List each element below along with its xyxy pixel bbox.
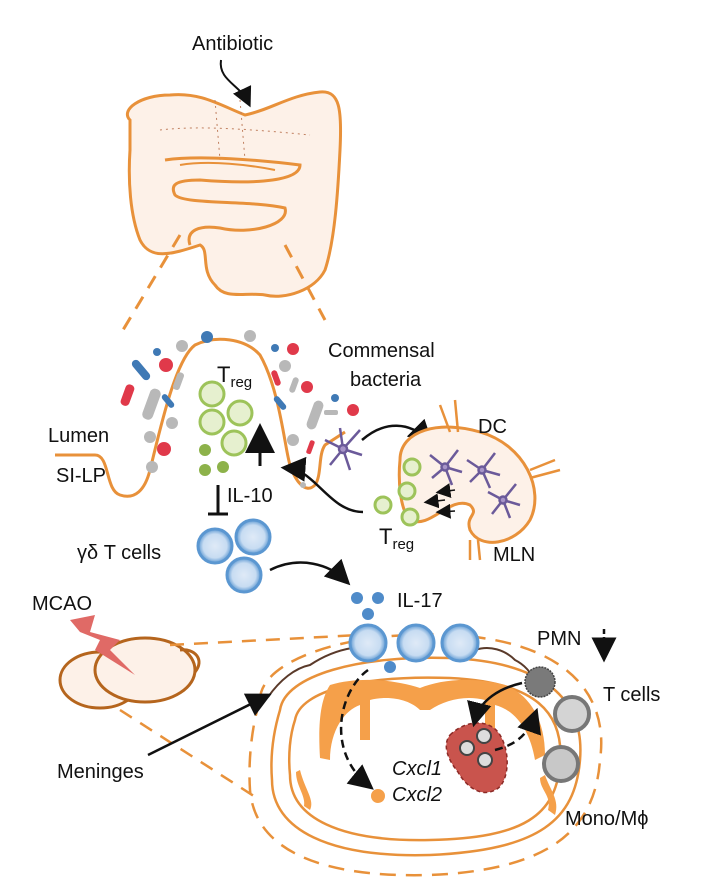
bacterium	[146, 461, 158, 473]
treg-cells-mln	[373, 457, 422, 527]
mcao-label: MCAO	[32, 593, 92, 615]
bacterium	[176, 340, 188, 352]
t-cells-label: T cells	[603, 684, 660, 706]
bacterium	[287, 343, 299, 355]
lightning-bolt-icon	[70, 615, 135, 675]
bacterium	[244, 330, 256, 342]
bacterium	[279, 360, 291, 372]
pmn-label: PMN	[537, 628, 581, 650]
mono-label: Mono/Mϕ	[565, 808, 648, 830]
bacterium	[306, 400, 324, 430]
bacterium	[120, 384, 135, 406]
monocyte-cell	[542, 745, 580, 783]
bacterium	[331, 394, 339, 402]
lumen-label: Lumen	[48, 425, 109, 447]
treg-homing-arrow	[280, 456, 364, 514]
bacterium	[161, 394, 175, 408]
bacterium	[300, 482, 306, 488]
pmn-cell	[524, 666, 556, 698]
il17-label: IL-17	[397, 590, 443, 612]
villus-outline	[55, 337, 346, 498]
commensal-label-line2: bacteria	[350, 369, 422, 391]
cxcl2-label: Cxcl2	[392, 784, 442, 806]
zoom-line-left	[118, 234, 182, 336]
bacterium	[144, 431, 156, 443]
bacterium	[172, 372, 184, 390]
treg-mln-label: Treg	[379, 524, 414, 553]
bacterium	[271, 370, 281, 386]
dendritic-cell-gut	[324, 427, 363, 471]
bacterium	[159, 358, 173, 372]
brain-zoom-line-top	[169, 633, 361, 647]
commensal-bacteria-group	[120, 330, 359, 488]
il17-cytokines	[351, 592, 384, 620]
mouse-brain-illustration	[58, 636, 201, 710]
treg-cells-gut	[198, 380, 254, 476]
infarct-region	[445, 722, 508, 794]
bacterium	[306, 440, 315, 455]
brain-zoom-line-bottom	[119, 708, 261, 802]
antibiotic-arrow	[219, 59, 252, 108]
bacterium	[131, 359, 151, 381]
meninges-label: Meninges	[57, 761, 144, 783]
bacterium	[301, 381, 313, 393]
dendritic-cells-mln	[429, 449, 521, 519]
bacterium	[287, 434, 299, 446]
bacterium	[153, 348, 161, 356]
commensal-label-line1: Commensal	[328, 340, 435, 362]
bacterium	[273, 396, 287, 410]
infiltrating-cells-infarct	[459, 728, 493, 768]
bacterium	[271, 344, 279, 352]
meninges-arrow	[147, 693, 272, 757]
intestine-illustration	[126, 90, 343, 298]
antibiotic-label: Antibiotic	[192, 33, 273, 55]
bacterium	[142, 388, 161, 420]
recruitment-arrow	[494, 707, 542, 752]
bacterium	[201, 331, 213, 343]
si-lp-label: SI-LP	[56, 465, 106, 487]
gd-tcells-label: γδ T cells	[77, 542, 161, 564]
meningeal-gd-tcells	[348, 623, 480, 663]
t-cell	[553, 695, 591, 733]
bacterium	[289, 377, 299, 393]
il17-signal-arrow	[339, 668, 374, 790]
bacterium	[157, 442, 171, 456]
bacterium	[347, 404, 359, 416]
il17-cytokine	[384, 661, 396, 673]
pmn-infiltration-arrow	[467, 681, 523, 728]
gd-tcells-cluster	[196, 518, 272, 594]
gd-migration-arrow	[269, 558, 351, 586]
bacterium	[166, 417, 178, 429]
cxcl1-label: Cxcl1	[392, 758, 442, 780]
dc-label: DC	[478, 416, 507, 438]
mln-small-arrows	[423, 483, 456, 519]
bacterium	[324, 410, 338, 415]
treg-gut-label: Treg	[217, 362, 252, 391]
il10-label: IL-10	[227, 485, 273, 507]
mln-label: MLN	[493, 544, 535, 566]
